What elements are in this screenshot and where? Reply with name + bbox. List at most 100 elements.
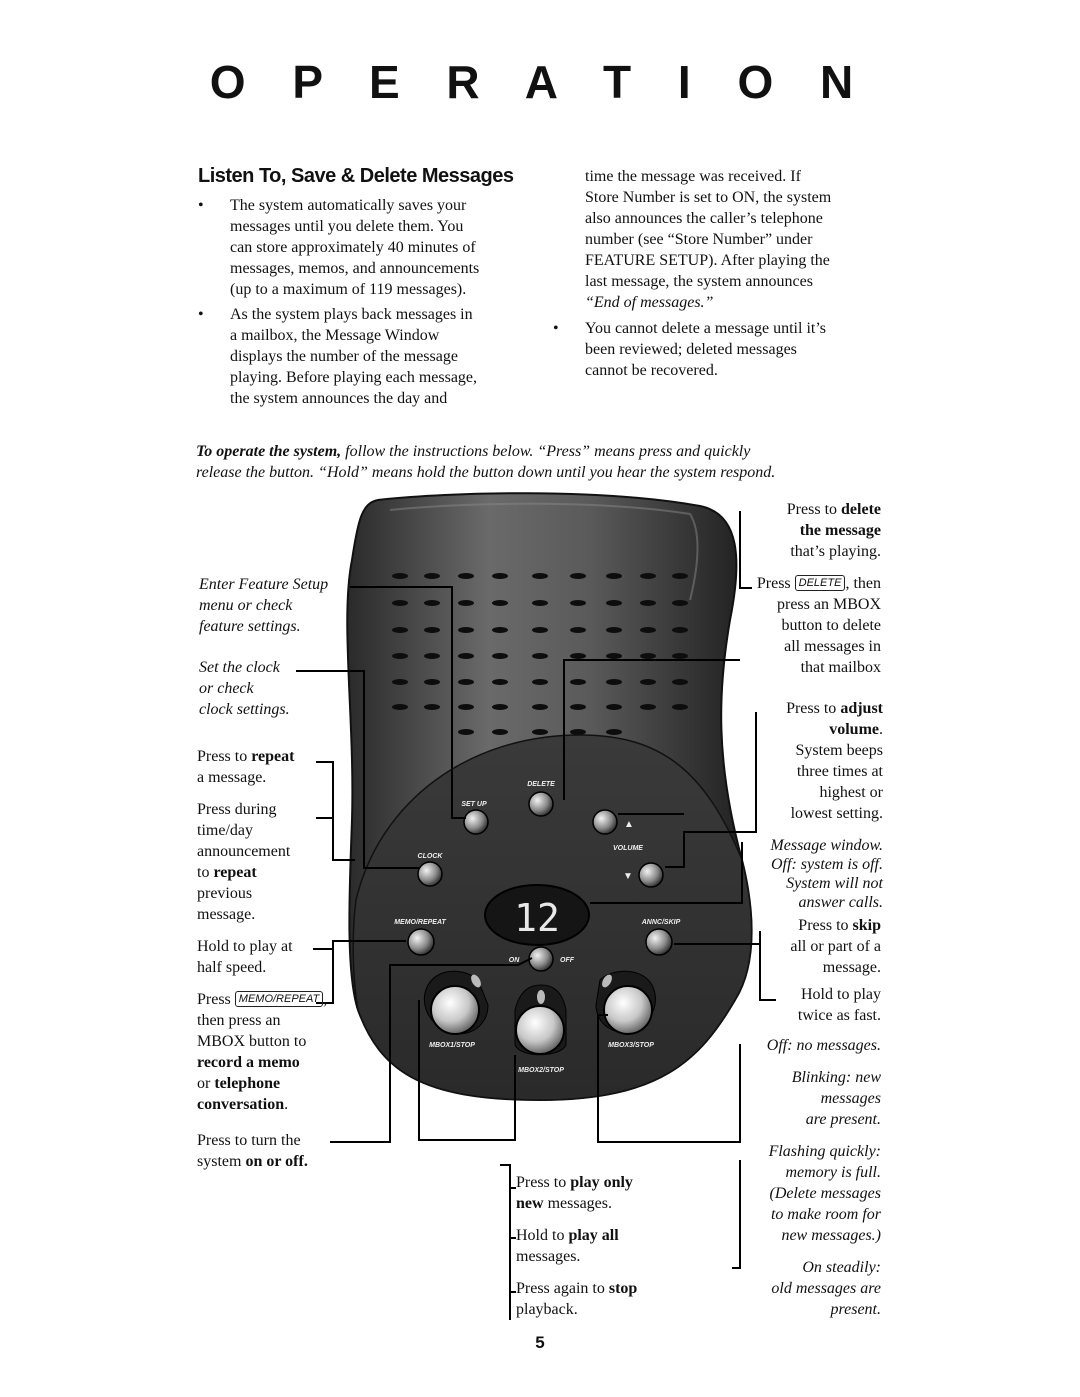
svg-text:MBOX2/STOP: MBOX2/STOP — [518, 1067, 564, 1074]
speaker-slot — [392, 704, 408, 710]
speaker-slot — [458, 704, 474, 710]
label-repeat-message: Press to repeat a message. — [197, 748, 295, 786]
speaker-slot — [672, 600, 688, 606]
svg-text:CLOCK: CLOCK — [418, 853, 444, 860]
svg-text:MBOX1/STOP: MBOX1/STOP — [429, 1042, 475, 1049]
speaker-slot — [458, 600, 474, 606]
speaker-slot — [532, 653, 548, 659]
svg-text:▼: ▼ — [623, 871, 633, 882]
speaker-slot — [492, 600, 508, 606]
svg-text:OFF: OFF — [560, 957, 575, 964]
speaker-slot — [606, 704, 622, 710]
speaker-slot — [392, 653, 408, 659]
speaker-slot — [458, 573, 474, 579]
speaker-slot — [492, 573, 508, 579]
speaker-slot — [606, 729, 622, 735]
speaker-slot — [424, 573, 440, 579]
speaker-slot — [640, 679, 656, 685]
label-flashing: Flashing quickly:memory is full. (Delete… — [768, 1143, 881, 1244]
speaker-slot — [606, 573, 622, 579]
speaker-slot — [640, 573, 656, 579]
setup-button[interactable]: SET UP — [461, 801, 489, 835]
speaker-slot — [492, 679, 508, 685]
mbox2-button[interactable]: MBOX2/STOP — [514, 984, 567, 1074]
speaker-slot — [672, 704, 688, 710]
volume-up-button[interactable]: ▲ — [592, 809, 634, 835]
memo-repeat-button[interactable]: MEMO/REPEAT — [394, 919, 447, 956]
label-stop: Press again to stop playback. — [516, 1280, 638, 1318]
message-window-digits: 12 — [514, 896, 560, 940]
svg-text:ON: ON — [509, 957, 520, 964]
speaker-slot — [570, 729, 586, 735]
delete-key: DELETE — [794, 575, 846, 591]
page-number: 5 — [535, 1333, 545, 1352]
speaker-slot — [672, 573, 688, 579]
page-title: O P E R A T I O N — [209, 56, 871, 108]
speaker-slot — [392, 679, 408, 685]
speaker-slot — [640, 600, 656, 606]
svg-text:MBOX3/STOP: MBOX3/STOP — [608, 1042, 654, 1049]
speaker-slot — [532, 573, 548, 579]
speaker-slot — [570, 704, 586, 710]
speaker-slot — [424, 627, 440, 633]
svg-text:▲: ▲ — [624, 819, 634, 830]
operating-instructions: To operate the system, follow the instru… — [196, 443, 776, 481]
section-heading: Listen To, Save & Delete Messages — [198, 165, 514, 187]
label-off-no-messages: Off: no messages. — [766, 1037, 881, 1054]
speaker-slot — [672, 653, 688, 659]
speaker-slot — [424, 679, 440, 685]
volume-down-button[interactable]: ▼ — [623, 862, 664, 888]
speaker-slot — [458, 729, 474, 735]
speaker-slot — [458, 627, 474, 633]
speaker-slot — [392, 573, 408, 579]
label-play-new: Press to play only new messages. — [516, 1174, 633, 1212]
speaker-slot — [606, 600, 622, 606]
label-message-window: Message window.Off: system is off. Syste… — [770, 837, 883, 911]
speaker-slot — [640, 704, 656, 710]
speaker-slot — [672, 627, 688, 633]
svg-text:DELETE: DELETE — [527, 781, 555, 788]
delete-button[interactable]: DELETE — [527, 781, 555, 817]
bullet-delete-note: • You cannot delete a message until it’s… — [553, 320, 826, 379]
speaker-slot — [570, 627, 586, 633]
mbox3-button[interactable]: MBOX3/STOP — [595, 970, 656, 1049]
speaker-slot — [672, 679, 688, 685]
speaker-slot — [492, 704, 508, 710]
label-delete-message: Press to delete the message that’s playi… — [786, 501, 881, 560]
memo-repeat-key: MEMO/REPEAT — [234, 991, 324, 1007]
speaker-slot — [532, 729, 548, 735]
speaker-slot — [606, 679, 622, 685]
annc-skip-button[interactable]: ANNC/SKIP — [641, 919, 681, 956]
speaker-slot — [606, 627, 622, 633]
speaker-slot — [570, 600, 586, 606]
speaker-slot — [424, 600, 440, 606]
speaker-slot — [424, 653, 440, 659]
svg-text:MEMO/REPEAT: MEMO/REPEAT — [394, 919, 446, 926]
speaker-slot — [640, 653, 656, 659]
callout-lines — [296, 511, 776, 1320]
svg-text:ANNC/SKIP: ANNC/SKIP — [641, 919, 681, 926]
clock-button[interactable]: CLOCK — [417, 853, 444, 887]
speaker-slot — [532, 704, 548, 710]
speaker-slot — [424, 704, 440, 710]
volume-label: VOLUME — [613, 845, 643, 852]
speaker-slot — [392, 600, 408, 606]
mbox1-button[interactable]: MBOX1/STOP — [423, 970, 489, 1049]
speaker-slot — [570, 573, 586, 579]
